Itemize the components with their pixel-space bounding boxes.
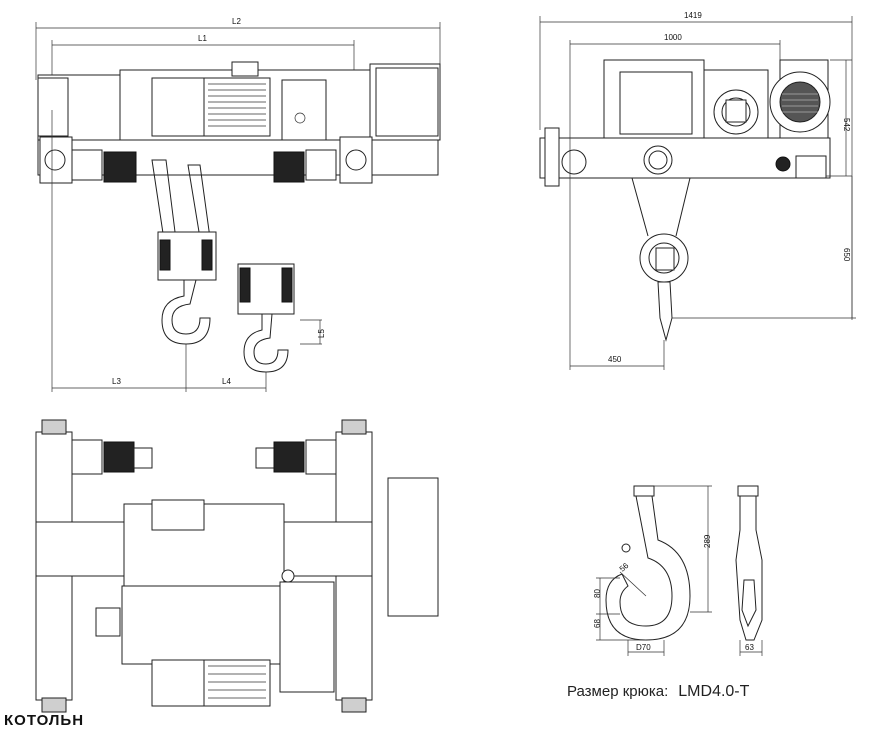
top-view xyxy=(35,419,439,713)
hook-size-caption: Размер крюка: LMD4.0-T xyxy=(567,683,749,701)
dim-d70: D70 xyxy=(636,643,651,652)
dim-289: 289 xyxy=(703,534,712,548)
dim-542: 542 xyxy=(842,118,851,132)
hook-detail: 289 56 80 68 D70 63 xyxy=(593,485,763,656)
dim-l5: L5 xyxy=(317,329,326,338)
dim-68: 68 xyxy=(593,619,602,628)
dim-56: 56 xyxy=(618,561,631,574)
dim-1000: 1000 xyxy=(664,33,682,42)
hook-model: LMD4.0-T xyxy=(678,683,750,700)
cut-heading: КОТОЛЬН xyxy=(4,712,85,729)
side-view: 1419 1000 542 xyxy=(539,11,856,370)
hook-size-label: Размер крюка: xyxy=(567,683,669,700)
dim-l3: L3 xyxy=(112,377,121,386)
front-view: L2 L1 xyxy=(35,17,441,392)
dim-1419: 1419 xyxy=(684,11,702,20)
dim-650: 650 xyxy=(842,248,851,262)
dim-l2: L2 xyxy=(232,17,241,26)
dim-80: 80 xyxy=(593,589,602,598)
dim-l4: L4 xyxy=(222,377,231,386)
dim-63: 63 xyxy=(745,643,754,652)
dim-l1: L1 xyxy=(198,34,207,43)
dim-450: 450 xyxy=(608,355,622,364)
